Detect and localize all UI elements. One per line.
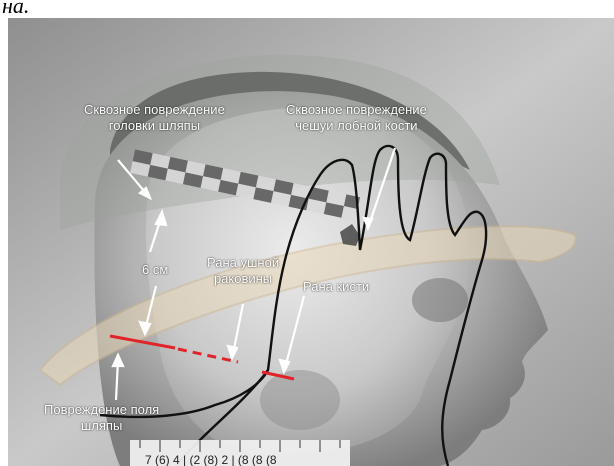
- label-hat-brim-line2: шляпы: [44, 418, 159, 434]
- label-frontal-bone: Сквозное повреждение чешуи лобной кости: [286, 102, 427, 134]
- orbit-shadow: [412, 278, 468, 322]
- label-ear-wound-line2: раковины: [207, 271, 279, 287]
- jaw-shadow: [260, 370, 340, 430]
- label-hat-brim-line1: Повреждение поля: [44, 402, 159, 418]
- label-hat-crown-line2: головки шляпы: [84, 118, 225, 134]
- label-frontal-bone-line1: Сквозное повреждение: [286, 102, 427, 118]
- label-ear-wound: Рана ушной раковины: [207, 255, 279, 287]
- label-hat-brim: Повреждение поля шляпы: [44, 402, 159, 434]
- label-distance: 6 см: [142, 262, 168, 278]
- label-hat-crown-line1: Сквозное повреждение: [84, 102, 225, 118]
- label-hand-wound: Рана кисти: [303, 279, 369, 295]
- label-hat-crown: Сквозное повреждение головки шляпы: [84, 102, 225, 134]
- label-ear-wound-line1: Рана ушной: [207, 255, 279, 271]
- ruler-text: 7 (6) 4 | (2 (8) 2 | (8 (8 (8: [145, 453, 277, 466]
- label-frontal-bone-line2: чешуи лобной кости: [286, 118, 427, 134]
